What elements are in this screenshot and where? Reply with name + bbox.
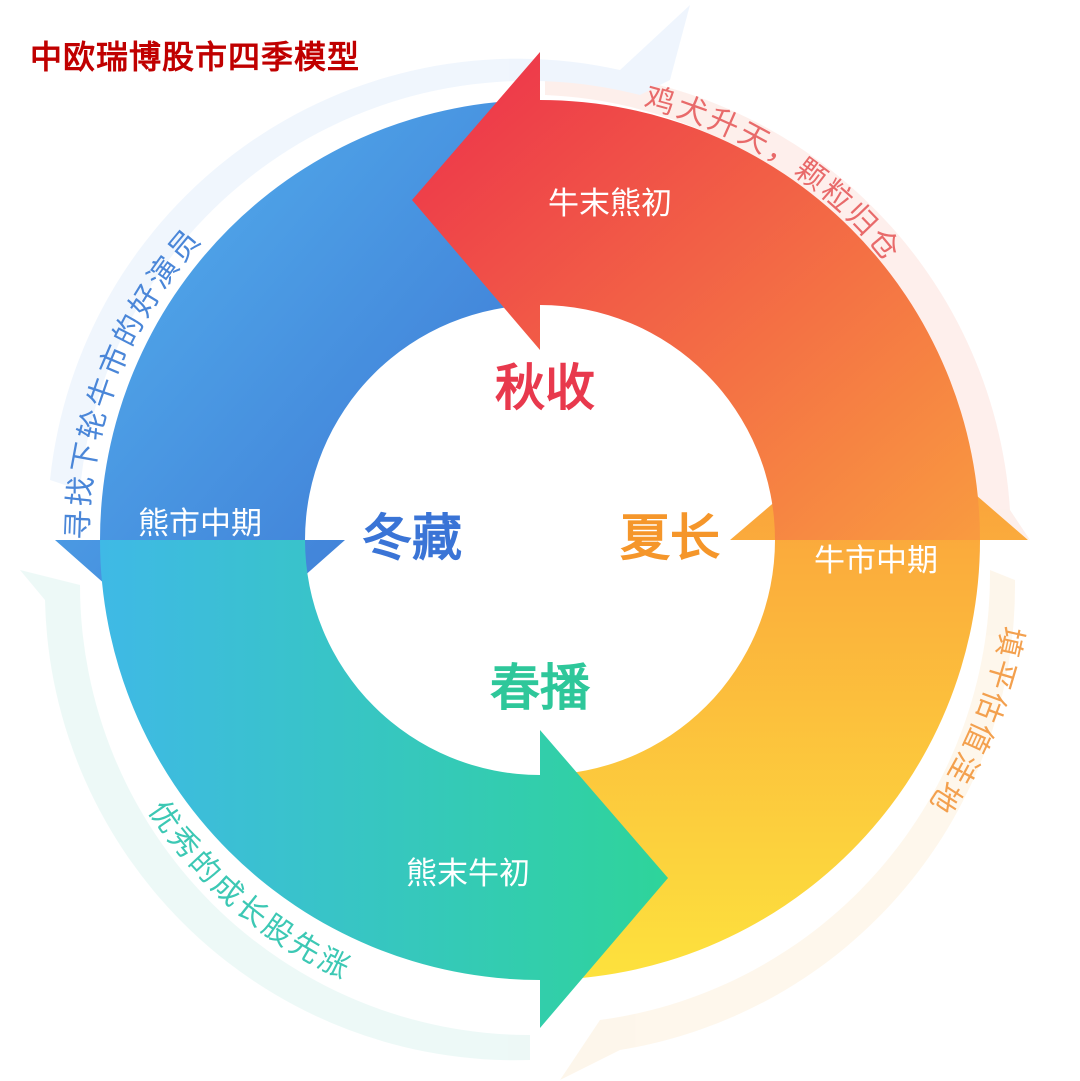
season-autumn: 秋收 xyxy=(495,359,595,417)
stage-label-bear-end-bull-start: 熊末牛初 xyxy=(406,856,530,892)
outer-halo xyxy=(20,5,1030,1080)
season-summer: 夏长 xyxy=(620,509,720,567)
stage-label-bull-mid: 牛市中期 xyxy=(814,543,938,579)
stage-label-bear-mid: 熊市中期 xyxy=(138,506,262,542)
arc-winter xyxy=(55,100,540,668)
season-winter: 冬藏 xyxy=(362,509,462,567)
season-spring: 春播 xyxy=(490,659,591,717)
arc-summer xyxy=(540,412,1028,980)
arc-spring xyxy=(100,540,668,1028)
arc-autumn xyxy=(412,52,980,540)
page-title: 中欧瑞博股市四季模型 xyxy=(30,38,361,76)
stage-label-bull-end-bear-start: 牛末熊初 xyxy=(548,186,672,222)
